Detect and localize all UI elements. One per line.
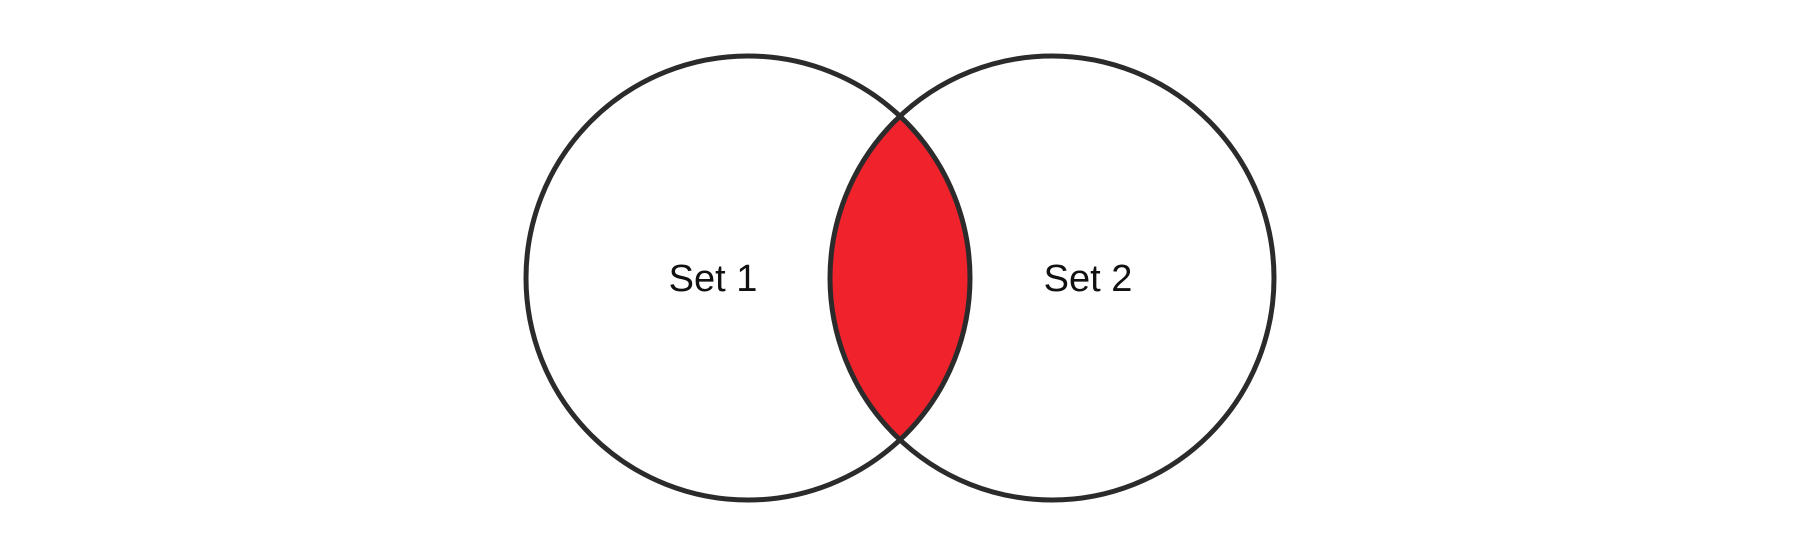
set-2-circle	[827, 53, 1277, 503]
set-2-label: Set 2	[1044, 258, 1133, 300]
set-1-circle	[523, 53, 973, 503]
set-1-label: Set 1	[669, 258, 758, 300]
